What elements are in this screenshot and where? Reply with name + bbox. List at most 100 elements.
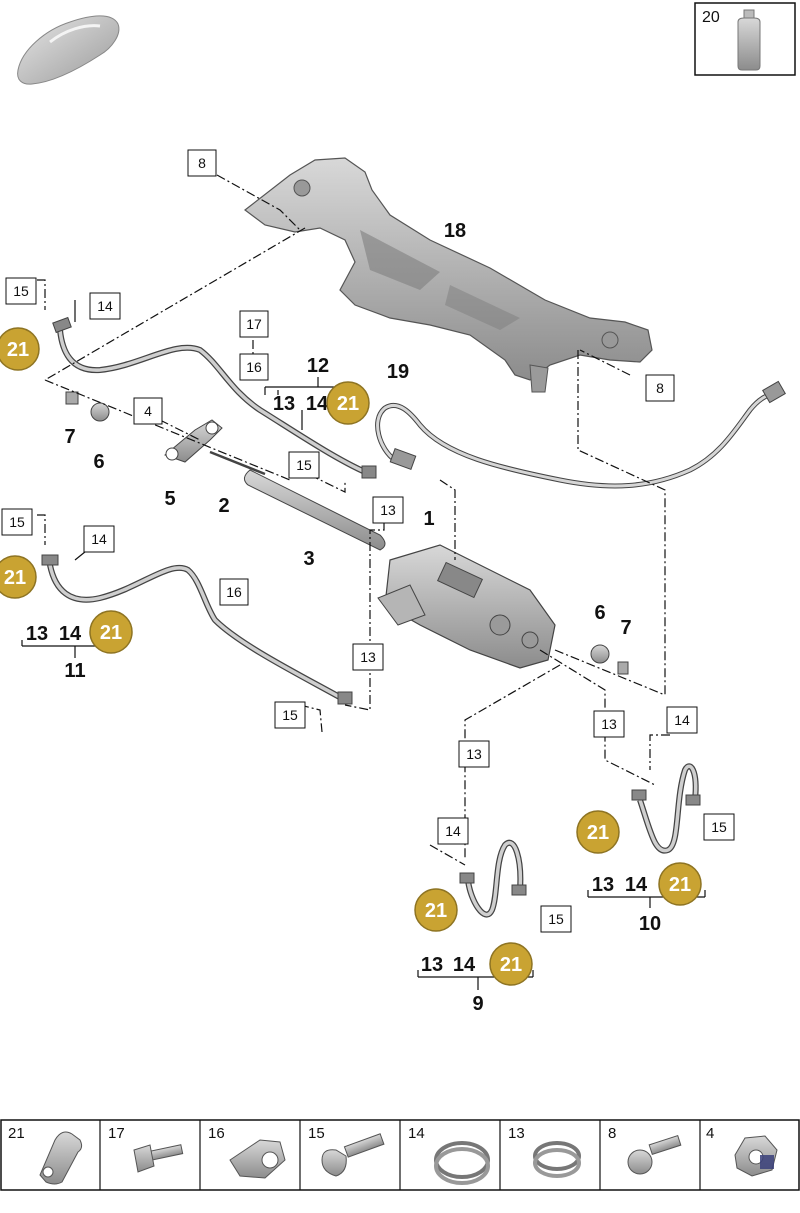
svg-text:15: 15 bbox=[9, 514, 25, 530]
car-silhouette-icon bbox=[17, 15, 120, 85]
strip-cell-16[interactable]: 16 bbox=[208, 1125, 286, 1179]
label-6-left: 6 bbox=[93, 451, 104, 473]
badge-21-c[interactable]: 21 bbox=[0, 555, 37, 599]
svg-text:13: 13 bbox=[360, 649, 376, 665]
svg-text:13: 13 bbox=[380, 502, 396, 518]
part-8-box-lower[interactable]: 8 bbox=[645, 374, 675, 402]
svg-text:15: 15 bbox=[711, 819, 727, 835]
strip-cell-13[interactable]: 13 bbox=[508, 1125, 581, 1178]
part-14-box-a[interactable]: 14 bbox=[89, 292, 121, 320]
label-19: 19 bbox=[387, 361, 409, 383]
svg-text:15: 15 bbox=[282, 707, 298, 723]
svg-text:16: 16 bbox=[246, 359, 262, 375]
badge-21-a[interactable]: 21 bbox=[0, 327, 40, 371]
svg-text:13: 13 bbox=[508, 1125, 525, 1142]
grommet-6-left bbox=[90, 402, 110, 422]
bolt-icon bbox=[321, 1133, 385, 1177]
svg-text:13: 13 bbox=[601, 716, 617, 732]
badges-21: 21 21 21 21 21 21 21 21 bbox=[0, 327, 702, 986]
strip-cell-15[interactable]: 15 bbox=[308, 1125, 385, 1177]
strip-cell-14[interactable]: 14 bbox=[408, 1125, 490, 1185]
label-9: 9 bbox=[472, 993, 483, 1015]
label-13-bottom: 13 bbox=[421, 954, 443, 976]
part-15-box-b[interactable]: 15 bbox=[288, 451, 320, 479]
strip-cell-17[interactable]: 17 bbox=[108, 1125, 184, 1173]
part-14-box-c[interactable]: 14 bbox=[666, 706, 698, 734]
part-15-box-a[interactable]: 15 bbox=[5, 277, 37, 305]
label-7-right: 7 bbox=[620, 617, 631, 639]
small-screw-7-left bbox=[65, 391, 79, 405]
hydraulic-line-12 bbox=[52, 316, 377, 479]
part-16-box-b[interactable]: 16 bbox=[219, 578, 249, 606]
svg-text:8: 8 bbox=[608, 1125, 616, 1142]
svg-text:14: 14 bbox=[445, 823, 461, 839]
label-3: 3 bbox=[303, 548, 314, 570]
svg-text:21: 21 bbox=[500, 954, 522, 976]
part-8-box-upper[interactable]: 8 bbox=[187, 149, 217, 177]
badge-21-b[interactable]: 21 bbox=[326, 381, 370, 425]
svg-text:16: 16 bbox=[208, 1125, 225, 1142]
svg-text:13: 13 bbox=[466, 746, 482, 762]
svg-text:21: 21 bbox=[337, 393, 359, 415]
svg-text:14: 14 bbox=[97, 298, 113, 314]
svg-text:14: 14 bbox=[674, 712, 690, 728]
part-4-box[interactable]: 4 bbox=[133, 397, 163, 425]
hydraulic-line-9 bbox=[459, 839, 527, 918]
svg-text:17: 17 bbox=[108, 1125, 125, 1142]
badge-21-e[interactable]: 21 bbox=[576, 810, 620, 854]
part-17-box[interactable]: 17 bbox=[239, 310, 269, 338]
part-16-box-a[interactable]: 16 bbox=[239, 353, 269, 381]
hydraulic-line-10 bbox=[631, 763, 701, 854]
part-13-box-a[interactable]: 13 bbox=[372, 496, 404, 524]
connector-sleeve-icon bbox=[39, 1131, 83, 1185]
part-13-box-b[interactable]: 13 bbox=[352, 643, 384, 671]
part-15-box-e[interactable]: 15 bbox=[703, 813, 735, 841]
svg-text:17: 17 bbox=[246, 316, 262, 332]
plain-labels: 18 12 13 14 19 7 6 5 2 3 1 13 14 11 6 7 … bbox=[26, 220, 661, 1015]
label-13-left: 13 bbox=[26, 623, 48, 645]
strip-cell-4[interactable]: 4 bbox=[706, 1125, 778, 1177]
label-14-left: 14 bbox=[59, 623, 82, 645]
svg-text:8: 8 bbox=[198, 155, 206, 171]
bolt-icon bbox=[133, 1144, 184, 1173]
svg-text:21: 21 bbox=[4, 567, 26, 589]
grommet-6-right bbox=[590, 644, 610, 664]
fluid-part-box[interactable]: 20 bbox=[694, 2, 796, 76]
label-18: 18 bbox=[444, 220, 466, 242]
label-14-bottom: 14 bbox=[453, 954, 476, 976]
label-13-upper: 13 bbox=[273, 393, 295, 415]
clamp-icon bbox=[229, 1139, 286, 1179]
label-5: 5 bbox=[164, 488, 175, 510]
label-10: 10 bbox=[639, 913, 661, 935]
svg-text:21: 21 bbox=[100, 622, 122, 644]
badge-21-f[interactable]: 21 bbox=[658, 862, 702, 906]
part-13-box-d[interactable]: 13 bbox=[458, 740, 490, 768]
part-15-box-f[interactable]: 15 bbox=[540, 905, 572, 933]
svg-text:4: 4 bbox=[144, 403, 152, 419]
svg-text:14: 14 bbox=[408, 1125, 425, 1142]
part-13-box-c[interactable]: 13 bbox=[593, 710, 625, 738]
svg-text:8: 8 bbox=[656, 380, 664, 396]
svg-text:15: 15 bbox=[13, 283, 29, 299]
badge-21-g[interactable]: 21 bbox=[414, 888, 458, 932]
piston-rod-2 bbox=[209, 450, 266, 476]
part-15-box-c[interactable]: 15 bbox=[1, 508, 33, 536]
hydraulic-line-11 bbox=[41, 554, 353, 705]
label-13-right: 13 bbox=[592, 874, 614, 896]
label-14-upper: 14 bbox=[306, 393, 329, 415]
nut-icon bbox=[734, 1135, 778, 1177]
strip-cell-21[interactable]: 21 bbox=[8, 1125, 83, 1185]
hydraulic-actuator-1 bbox=[377, 544, 556, 669]
strip-cell-8[interactable]: 8 bbox=[608, 1125, 682, 1175]
seal-ring-icon bbox=[533, 1141, 581, 1178]
part-14-box-b[interactable]: 14 bbox=[83, 525, 115, 553]
svg-text:15: 15 bbox=[308, 1125, 325, 1142]
svg-text:4: 4 bbox=[706, 1125, 714, 1142]
svg-text:21: 21 bbox=[669, 874, 691, 896]
badge-21-d[interactable]: 21 bbox=[89, 610, 133, 654]
part-14-box-d[interactable]: 14 bbox=[437, 817, 469, 845]
svg-text:21: 21 bbox=[425, 900, 447, 922]
badge-21-h[interactable]: 21 bbox=[489, 942, 533, 986]
part-15-box-d[interactable]: 15 bbox=[274, 701, 306, 729]
